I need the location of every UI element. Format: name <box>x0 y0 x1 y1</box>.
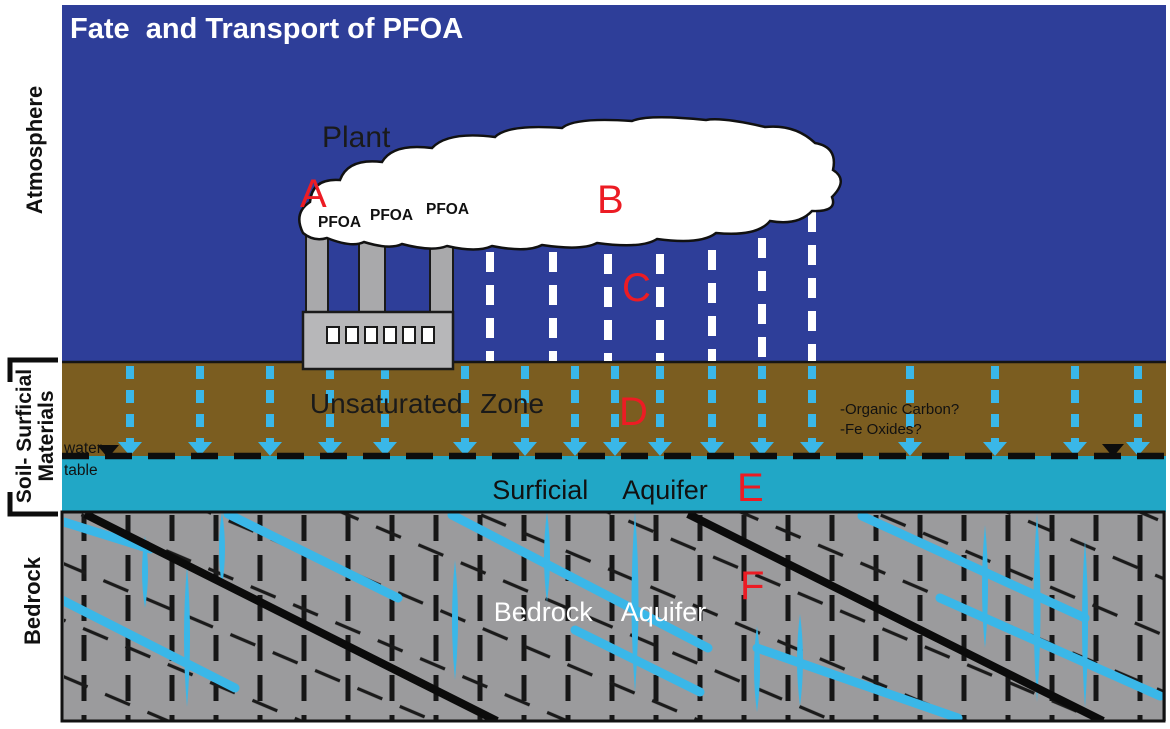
factory-window <box>402 326 416 344</box>
rain-lines <box>486 212 816 361</box>
organic-carbon-note: -Organic Carbon? <box>840 401 959 418</box>
marker-f: F <box>740 564 764 608</box>
fe-oxides-note: -Fe Oxides? <box>840 421 922 438</box>
fracture-lens <box>452 560 458 680</box>
atmosphere-side-label: Atmosphere <box>22 86 47 214</box>
fault-line <box>686 513 1105 720</box>
fracture-lens <box>544 513 550 602</box>
bedrock-border <box>60 510 1166 723</box>
fault-lines <box>83 513 1105 720</box>
soil-surficial-side-label: Soil- Surficial <box>13 369 36 503</box>
fracture-lens <box>184 566 190 707</box>
fracture-streak <box>857 513 1090 623</box>
factory-window <box>345 326 359 344</box>
marker-a: A <box>300 172 327 216</box>
fracture-streak <box>64 517 155 554</box>
fracture-lens <box>797 614 803 706</box>
fracture-streak <box>752 643 963 720</box>
fracture-lens <box>219 513 225 586</box>
fracture-lens <box>754 626 760 712</box>
water-table-marker-right <box>1102 444 1124 457</box>
marker-b: B <box>597 178 624 222</box>
emission-label-3: PFOA <box>426 201 469 218</box>
fracture-streak <box>570 625 705 697</box>
fault-line <box>83 513 499 720</box>
bracket-top <box>7 357 58 382</box>
emission-label-2: PFOA <box>370 207 413 224</box>
surficial-aquifer-label: Surficial Aquifer <box>492 475 708 505</box>
bedrock-side-label: Bedrock <box>20 556 45 645</box>
marker-e: E <box>737 466 764 510</box>
diagram-title: Fate and Transport of PFOA <box>70 13 463 45</box>
fracture-lens <box>142 536 148 608</box>
fracture-streak <box>447 513 713 653</box>
fracture-streak <box>223 513 403 603</box>
water-table-label-line1: water <box>63 440 102 457</box>
fracture-lens <box>631 513 639 692</box>
factory-window <box>326 326 340 344</box>
unsaturated-zone-label: Unsaturated Zone <box>310 388 544 419</box>
fracture-lens <box>1082 540 1088 708</box>
bedrock-aquifer-label: Bedrock Aquifer <box>494 597 707 627</box>
factory-windows <box>326 326 435 344</box>
pfoa-plume-cloud <box>298 115 842 251</box>
marker-c: C <box>622 266 651 310</box>
surficial-aquifer-layer <box>62 456 1166 513</box>
fracture-streak <box>64 595 240 693</box>
materials-side-label: Materials <box>35 390 58 481</box>
water-filled-fractures <box>64 513 1164 720</box>
fracture-lens <box>1033 513 1041 702</box>
plant-label: Plant <box>322 121 391 154</box>
bracket-bottom <box>7 492 58 517</box>
factory-window <box>364 326 378 344</box>
factory-window <box>383 326 397 344</box>
fracture-streak <box>935 593 1164 701</box>
emission-label-1: PFOA <box>318 214 361 231</box>
soil-section-bracket <box>7 357 58 517</box>
smokestack <box>305 232 329 314</box>
fracture-lens <box>982 525 988 648</box>
marker-d: D <box>619 390 648 434</box>
water-table-marker-left <box>97 445 119 458</box>
water-filled-fracture-lenses <box>142 513 1088 712</box>
factory-window <box>421 326 435 344</box>
water-table-label-line2: table <box>64 462 98 479</box>
